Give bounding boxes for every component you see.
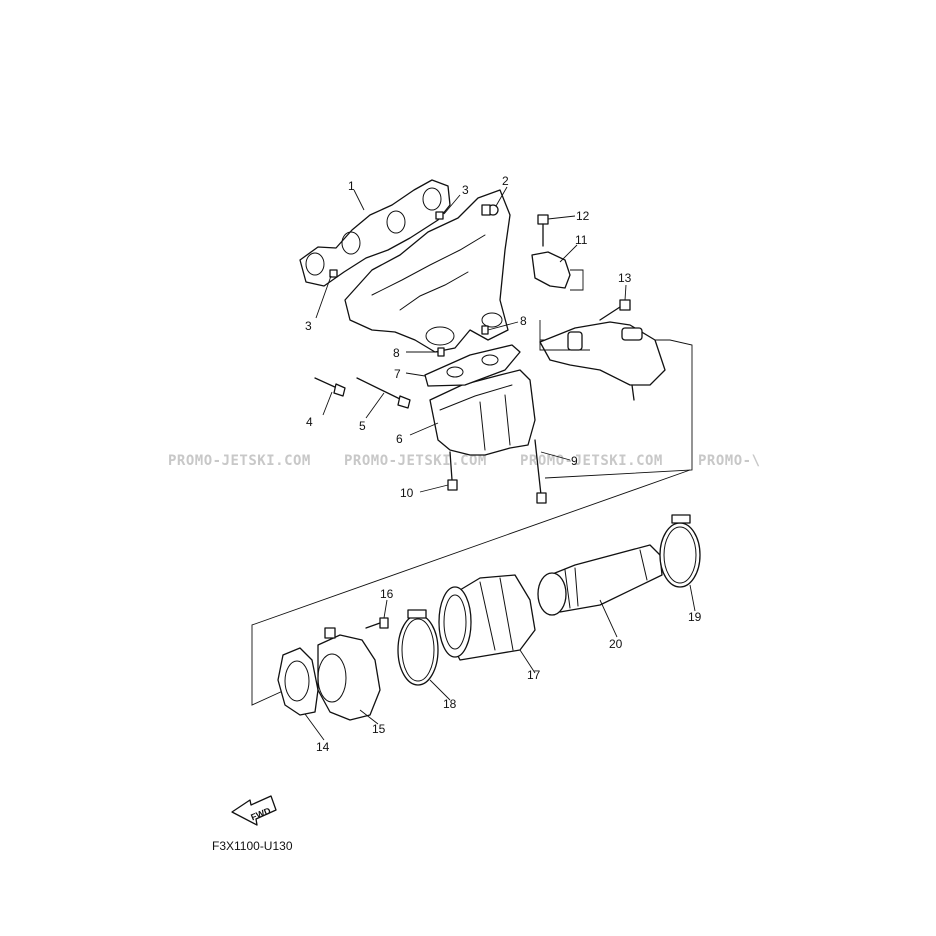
part-19-hose-clamp [659, 514, 701, 588]
part-16-bolt [365, 617, 389, 629]
part-12-bolt [537, 214, 549, 247]
part-20-exhaust-pipe [537, 544, 663, 616]
callout-14: 14 [316, 740, 330, 754]
callout-16: 16 [380, 587, 394, 601]
callout-7: 7 [394, 367, 401, 381]
part-10-bolt [447, 451, 458, 491]
callout-3-upper: 3 [462, 183, 469, 197]
part-7-gasket [424, 344, 521, 387]
fwd-arrow-icon: FWD [231, 795, 277, 826]
callout-6: 6 [396, 432, 403, 446]
callout-20: 20 [609, 637, 623, 651]
watermark-1: PROMO-JETSKI.COM [168, 453, 311, 469]
part-3-dowel-pin-lower [329, 269, 338, 278]
part-13-bolt [599, 299, 631, 321]
watermark-4-clipped: PROMO-\ [698, 453, 761, 469]
callout-8-left: 8 [393, 346, 400, 360]
watermark-2: PROMO-JETSKI.COM [344, 453, 487, 469]
group-frame-lower [251, 469, 691, 706]
watermark-row: PROMO-JETSKI.COM PROMO-JETSKI.COM PROMO-… [168, 453, 761, 469]
callout-5: 5 [359, 419, 366, 433]
diagram-code: F3X1100-U130 [212, 839, 293, 853]
part-8-dowel-pin-left [437, 347, 445, 357]
callout-4: 4 [306, 415, 313, 429]
watermark-3: PROMO-JETSKI.COM [520, 453, 663, 469]
part-2-exhaust-manifold [344, 189, 511, 353]
callout-labels: 1 2 3 3 4 5 6 7 8 8 9 10 11 12 13 14 15 … [305, 174, 702, 754]
callout-11: 11 [575, 233, 588, 247]
callout-10: 10 [400, 486, 414, 500]
part-4-bolt [314, 377, 346, 397]
callout-19: 19 [688, 610, 702, 624]
part-14-gasket [277, 647, 319, 716]
callout-8-right: 8 [520, 314, 527, 328]
part-11-bracket [531, 251, 584, 291]
leader-lines [304, 186, 696, 741]
part-6-exhaust-chamber [429, 369, 536, 456]
part-15-flange [317, 627, 381, 721]
part-8-dowel-pin-right [481, 325, 489, 335]
exhaust-pipe-upper [539, 320, 666, 401]
part-1-gasket [299, 179, 451, 287]
part-3-dowel-pin-upper [435, 211, 444, 220]
callout-13: 13 [618, 271, 632, 285]
callout-18: 18 [443, 697, 457, 711]
callout-12: 12 [576, 209, 590, 223]
part-17-rubber-hose [438, 574, 536, 661]
part-9-stud-bolt [534, 439, 547, 504]
part-5-bolt [356, 377, 411, 409]
callout-9: 9 [571, 454, 578, 468]
callout-17: 17 [527, 668, 541, 682]
callout-3-lower: 3 [305, 319, 312, 333]
callout-1: 1 [348, 179, 355, 193]
callout-2: 2 [502, 174, 509, 188]
part-18-hose-clamp [397, 609, 439, 686]
callout-15: 15 [372, 722, 386, 736]
